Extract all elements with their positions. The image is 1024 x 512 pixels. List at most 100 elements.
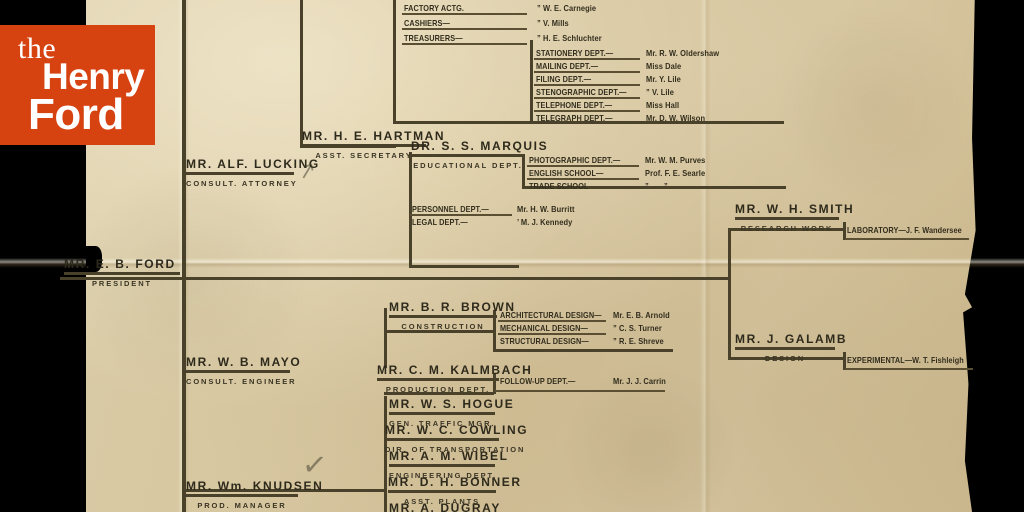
connector-construction-horiz — [384, 330, 494, 333]
logo-line-henry: Henry — [42, 56, 145, 97]
underline-english-school — [527, 178, 639, 180]
exec-title-cowling: DIR. OF TRANSPORTATION — [385, 445, 526, 454]
underline-laboratory — [845, 238, 969, 240]
exec-block-hogue: MR. W. S. HOGUE GEN. TRAFFIC MGR. — [389, 397, 515, 429]
underline-photographic — [527, 165, 639, 167]
person-personnel: Mr. H. W. Burritt — [517, 204, 575, 214]
dept-telegraph: TELEGRAPH DEPT.— — [536, 113, 613, 123]
person-photographic: Mr. W. M. Purves — [645, 155, 706, 165]
dept-stenographic: STENOGRAPHIC DEPT.— — [536, 87, 627, 97]
exec-block-bonner: MR. D. H. BONNER ASST. PLANTS — [388, 475, 522, 507]
exec-name-cowling: MR. W. C. COWLING — [385, 423, 529, 437]
connector-design-horiz — [728, 357, 846, 360]
underline-experimental — [845, 368, 973, 370]
president-name: MR. E. B. FORD — [64, 257, 176, 271]
person-stationery: Mr. R. W. Oldershaw — [646, 48, 720, 58]
person-filing: Mr. Y. Lile — [646, 74, 681, 84]
exec-name-hartman: MR. H. E. HARTMAN — [302, 129, 446, 143]
exec-title-brown: CONSTRUCTION — [401, 322, 485, 331]
exec-underline-smith — [735, 217, 839, 220]
exec-title-wibel: ENGINEERING DEPT. — [389, 471, 498, 480]
president-underline — [64, 272, 180, 275]
connector-production-sub-vert — [493, 374, 496, 394]
dept-factory-actg: FACTORY ACTG. — [404, 3, 465, 13]
dept-structural-design: STRUCTURAL DESIGN— — [500, 336, 589, 346]
exec-title-smith: RESEARCH WORK — [740, 224, 834, 233]
president-title: PRESIDENT — [91, 279, 153, 288]
person-telegraph: Mr. D. W. Wilson — [646, 113, 706, 123]
connector-construction-vert — [384, 308, 387, 368]
exec-name-bonner: MR. D. H. BONNER — [388, 475, 522, 489]
exec-title-marquis: EDUCATIONAL DEPT. — [413, 161, 523, 170]
dept-legal: LEGAL DEPT.— — [412, 217, 468, 227]
exec-block-marquis: DR. S. S. MARQUIS EDUCATIONAL DEPT. — [411, 140, 547, 171]
connector-accounting-horiz — [393, 121, 533, 124]
person-architectural-design: Mr. E. B. Arnold — [613, 310, 670, 320]
exec-block-mayo: MR. W. B. MAYO CONSULT. ENGINEER — [186, 355, 302, 387]
exec-underline-galamb — [735, 347, 835, 350]
connector-constr-sub-base — [493, 349, 673, 352]
connector-edu-sub-vert — [522, 154, 525, 188]
exec-title-mayo: CONSULT. ENGINEER — [186, 377, 297, 386]
exec-block-president: MR. E. B. FORD PRESIDENT — [64, 258, 180, 289]
dept-laboratory: LABORATORY—J. F. Wandersee — [847, 225, 962, 235]
person-mechanical-design: ” C. S. Turner — [613, 323, 662, 333]
person-structural-design: ” R. E. Shreve — [613, 336, 664, 346]
dept-photographic: PHOTOGRAPHIC DEPT.— — [529, 155, 621, 165]
dept-architectural-design: ARCHITECTURAL DESIGN— — [500, 310, 602, 320]
exec-name-hogue: MR. W. S. HOGUE — [389, 397, 515, 411]
connector-office-base — [530, 121, 784, 124]
exec-name-kalmbach: MR. C. M. KALMBACH — [377, 363, 533, 377]
exec-title-hartman: ASST. SECRETARY — [315, 151, 413, 160]
exec-name-brown: MR. B. R. BROWN — [389, 300, 516, 314]
exec-name-smith: MR. W. H. SMITH — [735, 202, 855, 216]
person-mailing: Miss Dale — [646, 61, 682, 71]
person-stenographic: ” V. Lile — [646, 87, 674, 97]
underline-cashiers — [402, 28, 527, 30]
exec-underline-hogue — [389, 412, 495, 415]
exec-underline-hartman — [302, 144, 426, 147]
connector-president-spine — [182, 0, 186, 512]
dept-experimental: EXPERIMENTAL—W. T. Fishleigh — [847, 355, 964, 365]
connector-educational-vert — [409, 152, 412, 268]
connector-accounting-vert — [393, 0, 396, 124]
exec-name-knudsen: MR. Wm. KNUDSEN — [186, 479, 324, 493]
dept-filing: FILING DEPT.— — [536, 74, 592, 84]
connector-constr-sub-vert — [493, 310, 496, 352]
exec-block-hartman: MR. H. E. HARTMAN ASST. SECRETARY — [302, 129, 446, 161]
underline-telephone — [534, 110, 640, 112]
exec-name-galamb: MR. J. GALAMB — [735, 332, 848, 346]
exec-block-kalmbach: MR. C. M. KALMBACH PRODUCTION DEPT. — [377, 363, 533, 395]
exec-title-galamb: DESIGN — [764, 354, 806, 363]
underline-stationery — [534, 58, 640, 60]
dept-mailing: MAILING DEPT.— — [536, 61, 599, 71]
connector-secretary-vert — [300, 0, 303, 148]
exec-title-bonner: ASST. PLANTS — [403, 497, 481, 506]
person-trade-school: ” ” — [645, 181, 668, 191]
exec-underline-bonner — [388, 490, 496, 493]
exec-underline-brown — [389, 315, 497, 318]
exec-name-mayo: MR. W. B. MAYO — [186, 355, 302, 369]
dept-personnel: PERSONNEL DEPT.— — [412, 204, 489, 214]
exec-underline-lucking — [186, 172, 294, 175]
exec-block-galamb: MR. J. GALAMB DESIGN — [735, 332, 848, 364]
connector-production-horiz — [384, 392, 494, 395]
logo-line-ford: Ford — [28, 90, 124, 139]
connector-educational-base — [409, 265, 519, 268]
exec-underline-wibel — [389, 464, 495, 467]
exec-block-wibel: MR. A. M. WIBEL ENGINEERING DEPT. — [389, 450, 507, 481]
exec-title-hogue: GEN. TRAFFIC MGR. — [389, 419, 496, 428]
exec-name-lucking: MR. ALF. LUCKING — [186, 157, 320, 171]
exec-underline-knudsen — [186, 494, 298, 497]
dept-mechanical-design: MECHANICAL DESIGN— — [500, 323, 588, 333]
underline-personnel — [410, 214, 512, 216]
exec-block-brown: MR. B. R. BROWN CONSTRUCTION — [389, 300, 516, 332]
person-legal: ’ M. J. Kennedy — [517, 217, 573, 227]
exec-title-knudsen: PROD. MANAGER — [197, 501, 287, 510]
person-factory-actg: ” W. E. Carnegie — [537, 3, 597, 13]
the-henry-ford-logo: the Henry Ford — [0, 25, 155, 145]
exec-block-cowling: MR. W. C. COWLING DIR. OF TRANSPORTATION — [385, 423, 529, 455]
dept-treasurers: TREASURERS— — [404, 33, 463, 43]
underline-architectural-design — [498, 320, 606, 322]
